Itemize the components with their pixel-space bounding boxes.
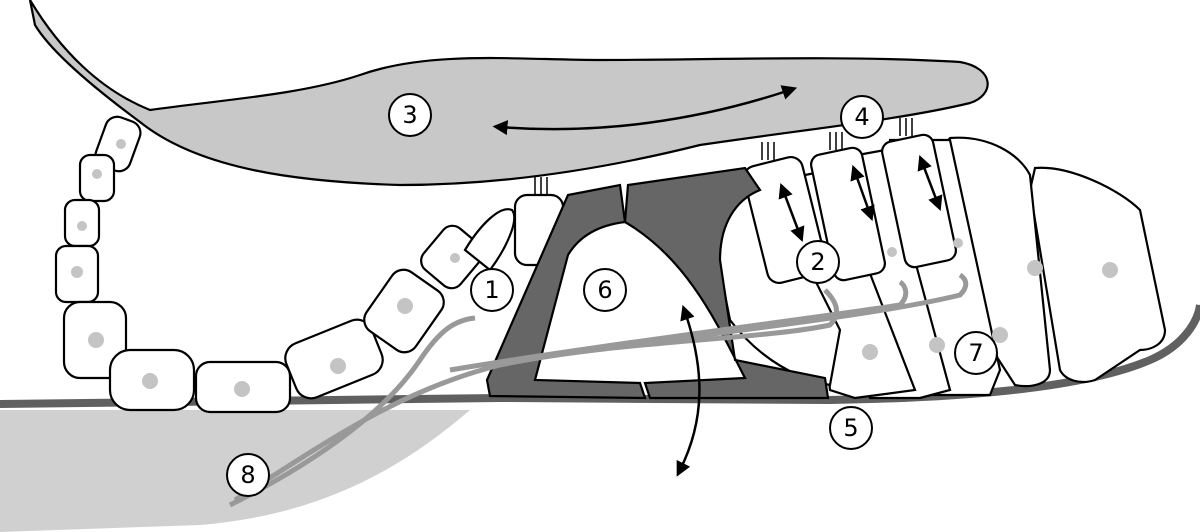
nerve-fibers (228, 272, 969, 508)
outer-support-cells (718, 133, 1167, 400)
label-3: 3 (388, 93, 432, 137)
tectorial-motion-arrow (492, 85, 798, 136)
svg-text:5: 5 (843, 414, 858, 442)
svg-text:7: 7 (968, 339, 983, 367)
svg-text:6: 6 (597, 276, 612, 304)
label-2: 2 (796, 240, 840, 284)
motion-arrows (492, 85, 943, 477)
stereocilia (534, 118, 913, 197)
label-7: 7 (954, 331, 998, 375)
label-4: 4 (840, 95, 884, 139)
svg-text:1: 1 (484, 276, 499, 304)
svg-text:4: 4 (854, 103, 869, 131)
svg-text:8: 8 (240, 461, 255, 489)
pillar-motion-arrow (676, 304, 701, 477)
svg-text:3: 3 (402, 101, 417, 129)
epithelial-cells (54, 115, 565, 414)
label-8: 8 (226, 453, 270, 497)
label-6: 6 (583, 268, 627, 312)
svg-text:2: 2 (810, 248, 825, 276)
label-1: 1 (470, 268, 514, 312)
pillar-cells (485, 166, 830, 400)
label-5: 5 (829, 406, 873, 450)
number-labels: 1 2 3 4 5 6 7 8 (226, 93, 998, 497)
